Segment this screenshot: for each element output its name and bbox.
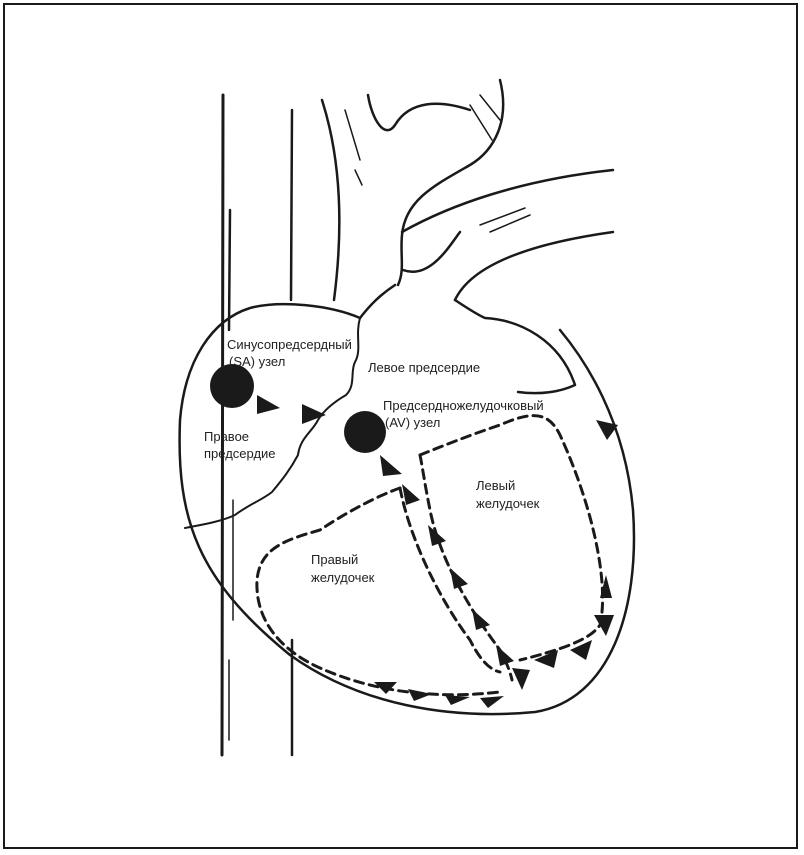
- left-ventricle-boundary: [420, 416, 603, 660]
- arrow-apex: [512, 668, 530, 690]
- arrow-rv-3: [445, 695, 470, 705]
- arrow-interatrial: [302, 404, 326, 424]
- aorta-arch-outer: [398, 80, 503, 285]
- vena-cava-shading: [229, 500, 233, 740]
- arrow-rv-4: [480, 696, 504, 708]
- pulmonary-artery-lower: [455, 232, 613, 300]
- left-atrium-top: [360, 285, 395, 318]
- left-appendage: [455, 300, 575, 393]
- left-ventricle-label-2: желудочек: [476, 496, 540, 511]
- aorta-right-wall: [368, 95, 470, 130]
- aorta-shading: [345, 95, 500, 185]
- aorta-arch-inner: [403, 232, 460, 272]
- arrow-av-out: [380, 455, 402, 476]
- vena-cava-left-wall-inner: [229, 210, 230, 330]
- av-node-label-1: Предсердножелудочковый: [383, 398, 544, 413]
- left-ventricle-label-1: Левый: [476, 478, 515, 493]
- vena-cava-left-wall: [222, 95, 223, 755]
- left-atrium-label: Левое предсердие: [368, 360, 480, 375]
- arrow-septum-1: [402, 484, 420, 505]
- right-ventricle-label-2: желудочек: [311, 570, 375, 585]
- septum-right-line: [400, 488, 500, 672]
- arrow-septum-3: [450, 568, 468, 589]
- arrow-septum-4: [472, 609, 490, 630]
- arrow-lv-3: [594, 615, 614, 636]
- pulmonary-artery-upper: [402, 170, 613, 232]
- right-atrium-label-2: предсердие: [204, 446, 276, 461]
- arrow-sa-out: [257, 395, 280, 414]
- arrow-rv-2: [408, 689, 432, 701]
- sa-node-label-1: Синусопредсердный: [227, 337, 352, 352]
- vena-cava-right-wall: [291, 110, 292, 300]
- right-ventricle-label-1: Правый: [311, 552, 358, 567]
- pulmonary-shading: [480, 208, 530, 232]
- av-node: [344, 411, 386, 453]
- av-node-label-2: (AV) узел: [385, 415, 440, 430]
- sa-node: [210, 364, 254, 408]
- aorta-left-wall: [322, 100, 339, 300]
- right-ventricle-boundary: [257, 488, 500, 695]
- arrow-septum-2: [428, 525, 446, 546]
- arrow-septum-5: [496, 645, 514, 666]
- sa-node-label-2: (SA) узел: [229, 354, 285, 369]
- right-atrium-label-1: Правое: [204, 429, 249, 444]
